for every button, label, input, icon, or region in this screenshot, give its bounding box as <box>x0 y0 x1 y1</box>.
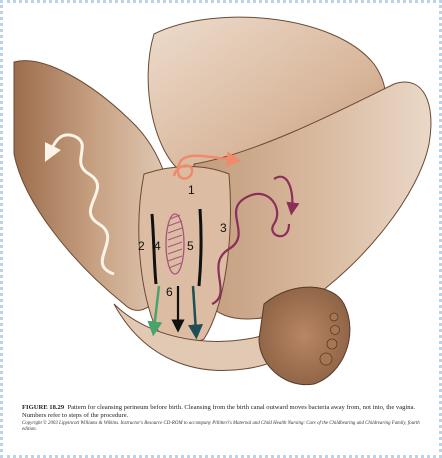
step-label-6: 6 <box>166 285 173 299</box>
figure-number: FIGURE 18.29 <box>22 404 64 411</box>
toe-4 <box>330 313 338 321</box>
toe-1 <box>320 353 332 365</box>
step-label-1: 1 <box>188 183 195 197</box>
perineum-cleansing-illustration: 1 2 3 4 5 6 <box>4 4 438 402</box>
copyright-notice: Copyright © 2003 Lippincott Williams & W… <box>22 421 426 432</box>
step-label-4: 4 <box>154 239 161 253</box>
toe-2 <box>327 339 337 349</box>
figure-caption: FIGURE 18.29 Pattern for cleansing perin… <box>22 404 426 432</box>
toe-3 <box>331 326 340 335</box>
step-label-3: 3 <box>220 221 227 235</box>
foot <box>259 287 350 385</box>
step-label-5: 5 <box>187 239 194 253</box>
caption-text: Pattern for cleansing perineum before bi… <box>22 404 415 419</box>
step-label-2: 2 <box>138 239 145 253</box>
perineum <box>139 167 231 345</box>
